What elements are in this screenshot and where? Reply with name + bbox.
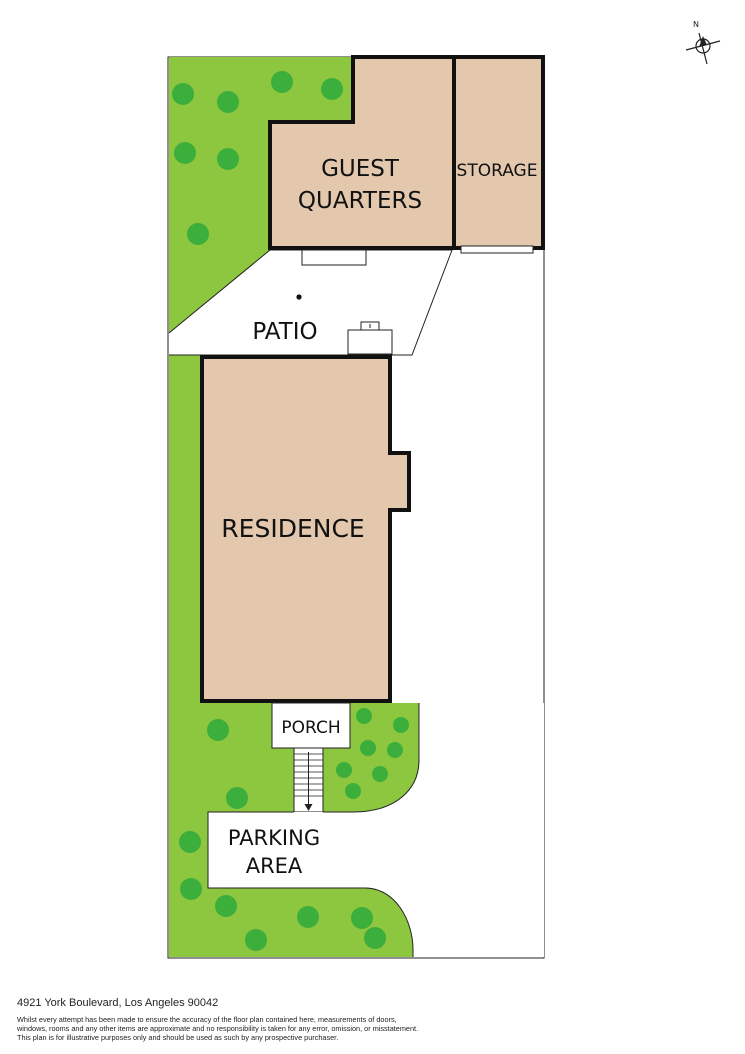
- patio-label: PATIO: [252, 319, 317, 345]
- compass-axis: [698, 32, 708, 65]
- tree: [174, 142, 196, 164]
- compass-north-label: N: [693, 20, 699, 29]
- tree: [336, 762, 352, 778]
- parking-outline: [207, 811, 414, 957]
- patio-fill: [170, 251, 451, 354]
- tree: [217, 91, 239, 113]
- tree: [345, 783, 361, 799]
- storage-label: STORAGE: [457, 161, 538, 181]
- tree: [387, 742, 403, 758]
- front-lawn-edge: [323, 703, 420, 813]
- tree: [245, 929, 267, 951]
- tree: [356, 708, 372, 724]
- guest-quarters-label-line2: QUARTERS: [298, 188, 422, 214]
- tree: [351, 907, 373, 929]
- lawn-front-south: [169, 703, 413, 957]
- tree: [172, 83, 194, 105]
- tree: [364, 927, 386, 949]
- guest-quarters-label-line1: GUEST: [321, 156, 400, 182]
- lawn-northwest: [169, 57, 353, 333]
- property-address: 4921 York Boulevard, Los Angeles 90042: [17, 997, 219, 1009]
- patio-grill-icon: [347, 329, 393, 355]
- parking-label-line1: PARKING: [228, 826, 320, 850]
- residence-label: RESIDENCE: [221, 514, 364, 543]
- storage-room: [452, 55, 545, 250]
- tree: [226, 787, 248, 809]
- tree: [217, 148, 239, 170]
- porch-label: PORCH: [281, 718, 340, 738]
- porch-steps: [293, 747, 324, 813]
- compass-pointer: [699, 36, 707, 47]
- steps-arrow-icon: [304, 804, 313, 811]
- tree: [372, 766, 388, 782]
- disclaimer-line-3: This plan is for illustrative purposes o…: [17, 1033, 339, 1042]
- tree: [271, 71, 293, 93]
- site-plan: GUEST QUARTERS STORAGE PATIO RESIDENCE P…: [167, 20, 721, 959]
- tree: [187, 223, 209, 245]
- tree: [393, 717, 409, 733]
- tree: [215, 895, 237, 917]
- parking-area: [208, 703, 544, 957]
- storage-door: [460, 245, 534, 254]
- tree: [297, 906, 319, 928]
- trees: [172, 71, 409, 951]
- parking-label-line2: AREA: [246, 854, 303, 878]
- disclaimer-line-1: Whilst every attempt has been made to en…: [17, 1015, 397, 1024]
- patio-light-icon: [296, 294, 302, 300]
- tree: [207, 719, 229, 741]
- residence-room: [200, 355, 411, 703]
- guest-quarters-step: [301, 249, 367, 266]
- lawn-west-side: [169, 355, 202, 703]
- porch-area: [271, 702, 351, 749]
- disclaimer-line-2: windows, rooms and any other items are a…: [17, 1024, 419, 1033]
- north-arrow-icon: N: [685, 20, 721, 65]
- tree: [321, 78, 343, 100]
- tree: [360, 740, 376, 756]
- tree: [179, 831, 201, 853]
- tree: [180, 878, 202, 900]
